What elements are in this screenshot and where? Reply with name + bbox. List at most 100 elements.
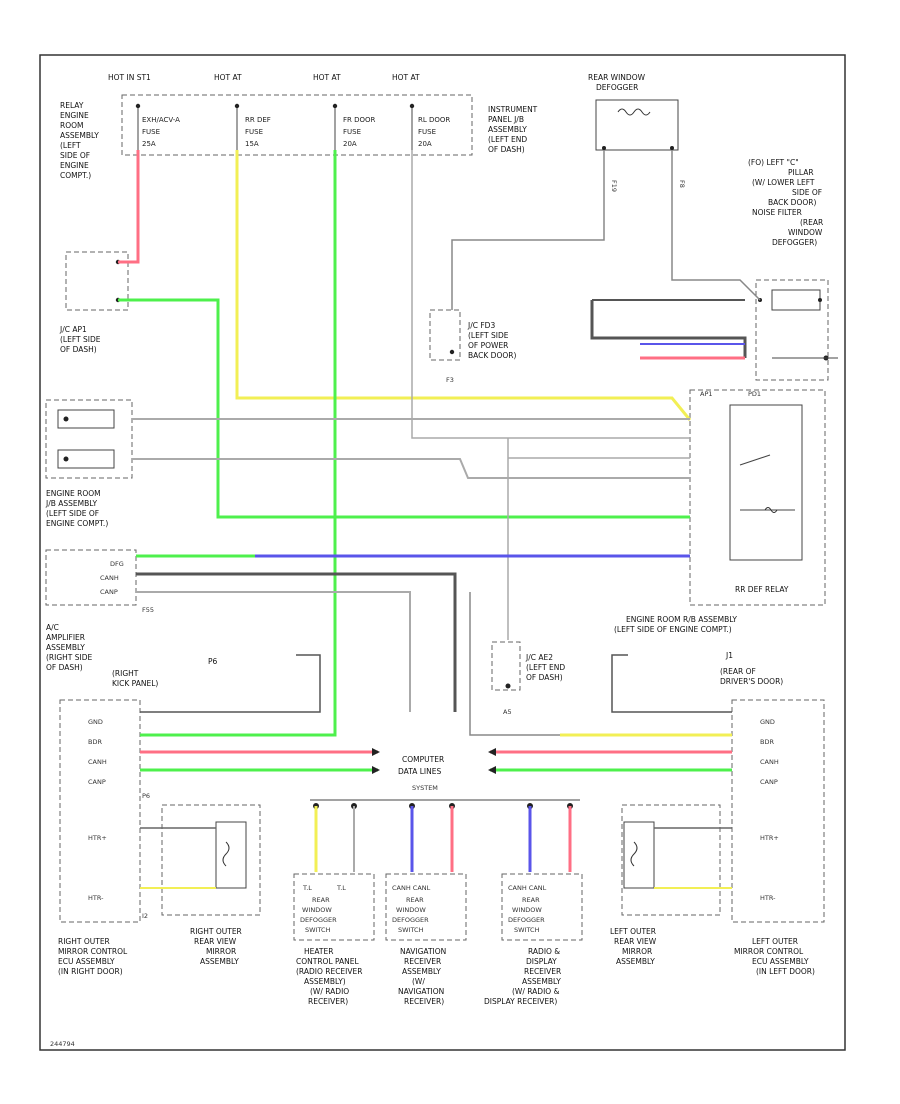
wires	[118, 150, 761, 889]
svg-text:J1: J1	[725, 651, 733, 660]
fuse-1-name: EXH/ACV-A	[142, 116, 180, 124]
svg-text:GND: GND	[760, 718, 775, 726]
svg-text:ASSEMBLY): ASSEMBLY)	[304, 977, 346, 986]
svg-text:MIRROR: MIRROR	[622, 947, 652, 956]
svg-text:DRIVER'S DOOR): DRIVER'S DOOR)	[720, 677, 783, 686]
right-outer-mirror	[161, 804, 261, 916]
svg-text:ASSEMBLY: ASSEMBLY	[488, 125, 527, 134]
wire-gray-def2	[671, 150, 761, 301]
svg-text:ROOM: ROOM	[60, 121, 84, 130]
wire-red-fuse1	[118, 150, 140, 264]
svg-text:REAR: REAR	[312, 896, 330, 904]
svg-text:MIRROR: MIRROR	[206, 947, 236, 956]
svg-text:T.L: T.L	[302, 884, 312, 892]
fuse-3-hot: HOT AT	[313, 73, 341, 82]
svg-text:ASSEMBLY: ASSEMBLY	[402, 967, 441, 976]
svg-text:OF DASH): OF DASH)	[46, 663, 83, 672]
svg-text:RIGHT OUTER: RIGHT OUTER	[58, 937, 110, 946]
svg-text:RECEIVER: RECEIVER	[524, 967, 561, 976]
svg-text:J/C AP1: J/C AP1	[59, 325, 87, 334]
svg-text:(LEFT SIDE OF ENGINE COMPT.): (LEFT SIDE OF ENGINE COMPT.)	[614, 625, 732, 634]
svg-text:ENGINE ROOM R/B ASSEMBLY: ENGINE ROOM R/B ASSEMBLY	[626, 615, 737, 624]
wire-gray-canp	[136, 591, 411, 712]
fuse-4-name: RL DOOR	[418, 116, 450, 124]
fuse-2-name: RR DEF	[245, 116, 271, 124]
svg-text:F19: F19	[610, 180, 618, 192]
amp-pin-dfg: DFG	[110, 560, 124, 568]
engine-room-rb-label: ENGINE ROOM R/B ASSEMBLY (LEFT SIDE OF E…	[614, 615, 737, 634]
svg-text:(LEFT: (LEFT	[60, 141, 81, 150]
svg-text:BACK DOOR): BACK DOOR)	[768, 198, 816, 207]
svg-text:WINDOW: WINDOW	[396, 906, 426, 914]
svg-text:CANH CANL: CANH CANL	[392, 884, 431, 892]
svg-text:RECEIVER): RECEIVER)	[404, 997, 444, 1006]
svg-text:ENGINE COMPT.): ENGINE COMPT.)	[46, 519, 108, 528]
svg-text:J/B ASSEMBLY: J/B ASSEMBLY	[45, 499, 97, 508]
svg-text:(LEFT END: (LEFT END	[526, 663, 565, 672]
svg-text:DATA LINES: DATA LINES	[398, 767, 441, 776]
svg-text:ENGINE: ENGINE	[60, 161, 89, 170]
jc-ae2: J/C AE2 (LEFT END OF DASH) A5	[491, 641, 565, 716]
svg-text:SIDE OF: SIDE OF	[792, 188, 822, 197]
svg-text:HTR-: HTR-	[760, 894, 776, 902]
svg-text:(LEFT END: (LEFT END	[488, 135, 527, 144]
svg-text:KICK PANEL): KICK PANEL)	[112, 679, 158, 688]
svg-text:DISPLAY: DISPLAY	[526, 957, 557, 966]
wire-black-nf	[590, 300, 747, 358]
bottom-labels: RIGHT OUTER MIRROR CONTROL ECU ASSEMBLY …	[50, 927, 815, 1048]
svg-text:RIGHT OUTER: RIGHT OUTER	[190, 927, 242, 936]
svg-text:PILLAR: PILLAR	[788, 168, 814, 177]
svg-text:CANH: CANH	[760, 758, 779, 766]
rm-pin-htr-minus: HTR-	[88, 894, 104, 902]
svg-text:COMPUTER: COMPUTER	[402, 755, 444, 764]
svg-text:REAR VIEW: REAR VIEW	[194, 937, 237, 946]
svg-text:HTR+: HTR+	[760, 834, 779, 842]
fuse-3: HOT AT FR DOOR FUSE 20A	[313, 73, 376, 150]
svg-text:RECEIVER): RECEIVER)	[308, 997, 348, 1006]
noise-filter-label: (FO) LEFT "C" PILLAR (W/ LOWER LEFT SIDE…	[748, 158, 838, 381]
fuse-4-amp: FUSE	[418, 128, 436, 136]
wire-gnd-left	[611, 654, 732, 713]
ac-amplifier: DFG CANH CANP F55 A/C AMPLIFIER ASSEMBLY…	[45, 549, 154, 672]
svg-text:(LEFT SIDE: (LEFT SIDE	[468, 331, 509, 340]
fuse-block-border	[121, 94, 473, 156]
svg-text:BDR: BDR	[760, 738, 774, 746]
svg-text:CANH CANL: CANH CANL	[508, 884, 547, 892]
rm-pin-gnd: GND	[88, 718, 103, 726]
svg-text:OF DASH): OF DASH)	[488, 145, 525, 154]
svg-text:RR DEF RELAY: RR DEF RELAY	[735, 585, 789, 594]
wire-gray-def1	[451, 150, 605, 310]
jc-fd3: J/C FD3 (LEFT SIDE OF POWER BACK DOOR) F…	[429, 309, 516, 384]
svg-text:F3: F3	[446, 376, 454, 384]
svg-text:SYSTEM: SYSTEM	[412, 784, 438, 792]
svg-text:ASSEMBLY: ASSEMBLY	[616, 957, 655, 966]
svg-text:LEFT OUTER: LEFT OUTER	[610, 927, 656, 936]
svg-text:INSTRUMENT: INSTRUMENT	[488, 105, 538, 114]
svg-text:CONTROL PANEL: CONTROL PANEL	[296, 957, 360, 966]
svg-text:DEFOGGER: DEFOGGER	[508, 916, 545, 924]
engine-room-jb: ENGINE ROOM J/B ASSEMBLY (LEFT SIDE OF E…	[45, 399, 133, 528]
svg-text:ENGINE: ENGINE	[60, 111, 89, 120]
svg-text:T.L: T.L	[336, 884, 346, 892]
svg-text:ASSEMBLY: ASSEMBLY	[522, 977, 561, 986]
svg-text:ASSEMBLY: ASSEMBLY	[46, 643, 85, 652]
relay-engine-room-label: RELAY ENGINE ROOM ASSEMBLY (LEFT SIDE OF…	[60, 101, 99, 180]
svg-text:COMPT.): COMPT.)	[60, 171, 91, 180]
svg-text:(RIGHT: (RIGHT	[112, 669, 139, 678]
fuse-3-name: FR DOOR	[343, 116, 376, 124]
svg-text:REAR: REAR	[522, 896, 540, 904]
svg-text:WINDOW: WINDOW	[788, 228, 823, 237]
amp-pin-canp: CANP	[100, 588, 118, 596]
svg-text:(RIGHT SIDE: (RIGHT SIDE	[46, 653, 93, 662]
footer-code: 244794	[50, 1040, 75, 1048]
svg-text:SWITCH: SWITCH	[305, 926, 331, 934]
svg-text:LEFT OUTER: LEFT OUTER	[752, 937, 798, 946]
left-mirror-ecu-box: GND BDR CANH CANP HTR+ HTR- J1 (REAR OF …	[720, 651, 825, 923]
svg-text:OF DASH): OF DASH)	[526, 673, 563, 682]
svg-text:REAR WINDOW: REAR WINDOW	[588, 73, 646, 82]
svg-text:MIRROR CONTROL: MIRROR CONTROL	[734, 947, 804, 956]
fuse-1-hot: HOT IN ST1	[108, 73, 151, 82]
svg-text:DEFOGGER: DEFOGGER	[596, 83, 638, 92]
wire-yellow-fuse2	[235, 150, 692, 421]
